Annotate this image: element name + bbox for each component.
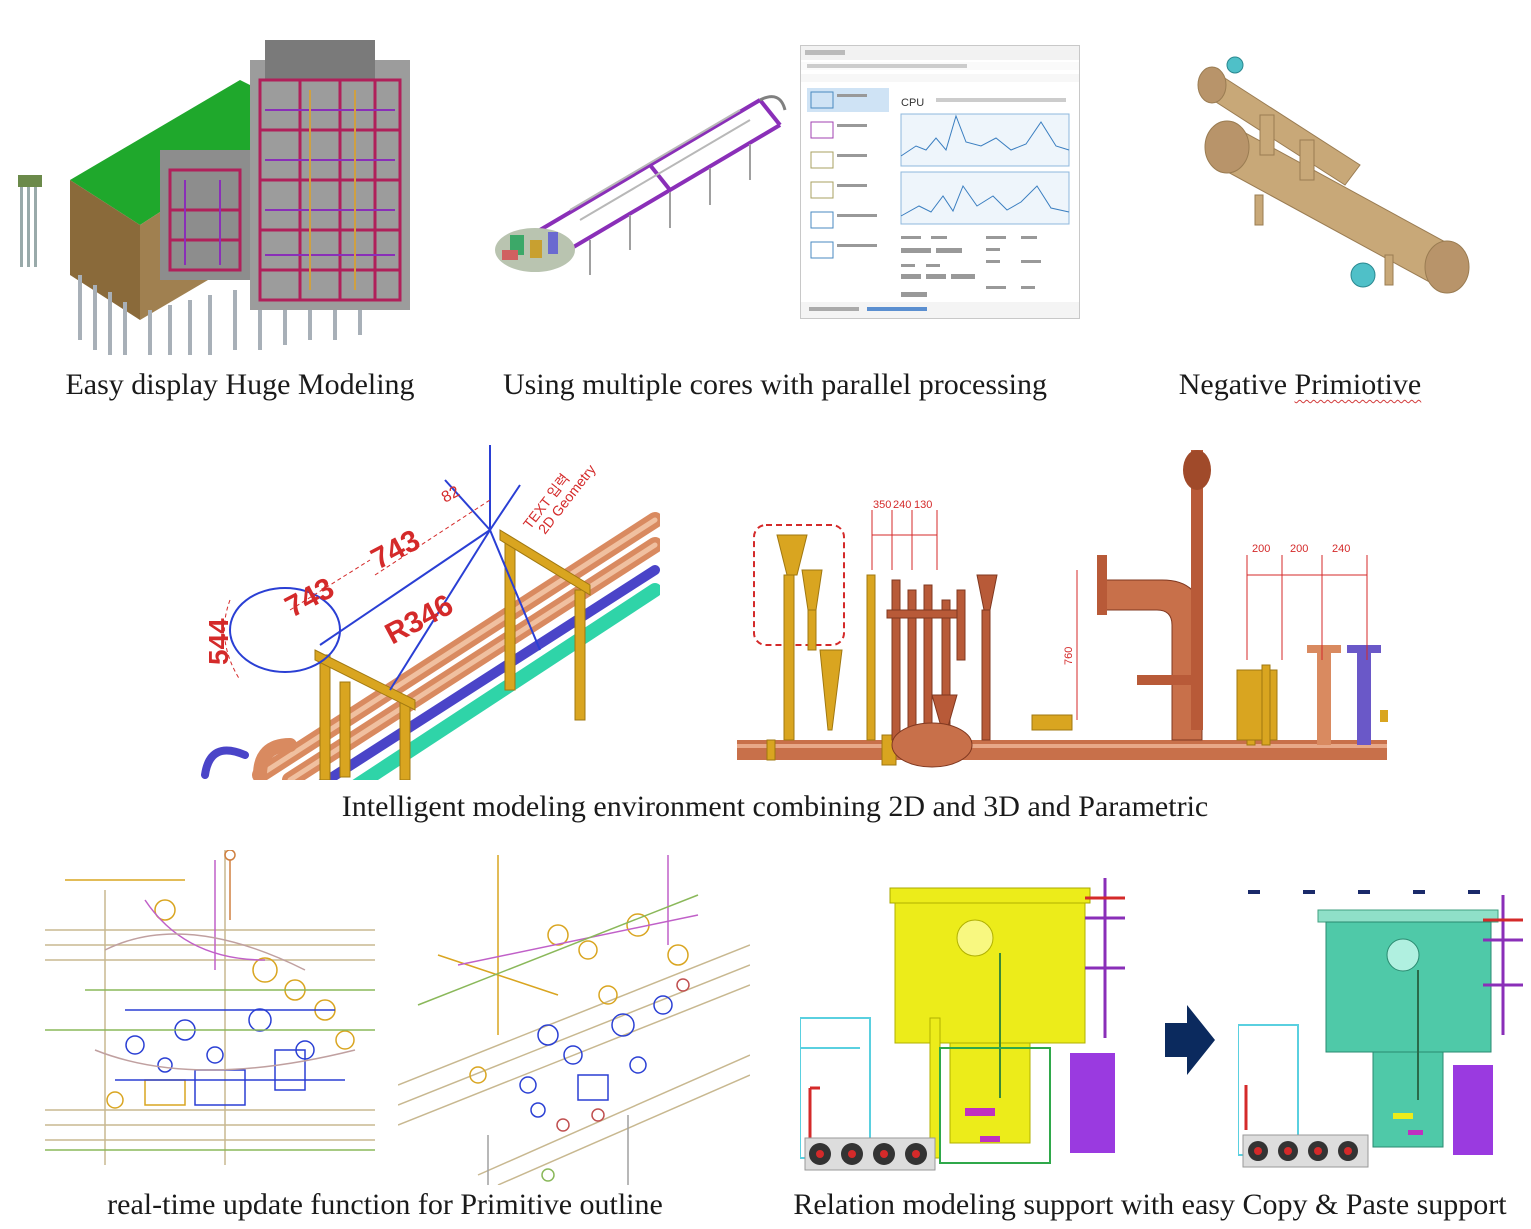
yellow-vessel — [894, 902, 1086, 1044]
caption-relation: Relation modeling support with easy Copy… — [793, 1188, 1507, 1221]
nozzle-top — [1226, 56, 1244, 74]
brown-block — [70, 180, 140, 320]
task-manager-window: CPU — [800, 45, 1080, 319]
dimensioned-piping-image: 544 743 743 R346 82 TEXT 입력 2D Geometry — [200, 430, 660, 780]
purple-panel — [1070, 1053, 1115, 1153]
large-elbow — [1101, 579, 1203, 741]
dim-544: 544 — [203, 618, 234, 665]
dim-760: 760 — [1063, 647, 1075, 665]
dim-350: 350 — [873, 499, 891, 511]
relation-after-image — [1238, 885, 1523, 1170]
outline-wireframe-2 — [398, 855, 750, 1185]
caption-huge-modeling: Easy display Huge Modeling — [65, 368, 415, 401]
outline-wireframe-1 — [45, 850, 375, 1165]
caption-realtime: real-time update function for Primitive … — [107, 1188, 663, 1221]
cpu-label: CPU — [901, 97, 924, 109]
small-tower — [18, 175, 42, 267]
dim-82: 82 — [439, 483, 463, 506]
caption-intelligent: Intelligent modeling environment combini… — [341, 790, 1209, 823]
dim-240: 240 — [893, 499, 911, 511]
equipment-cluster — [495, 228, 575, 272]
task-manager-sidebar — [807, 88, 889, 259]
relation-before-image — [800, 878, 1125, 1173]
main-header-pipe — [737, 740, 1387, 760]
copy-arrow — [1165, 1005, 1215, 1075]
valve-row — [804, 1137, 936, 1171]
caption-multi-core: Using multiple cores with parallel proce… — [502, 368, 1048, 401]
pipe-supports — [314, 529, 591, 780]
huge-model-image — [10, 20, 430, 360]
dim-743-a: 743 — [280, 572, 340, 625]
cpu-graph — [900, 113, 1070, 225]
caption-negative-primitive-text: Negative Primiotive — [1178, 368, 1422, 401]
dim-743-b: 743 — [366, 524, 426, 577]
dim-200-b: 200 — [1290, 543, 1308, 555]
selection-box — [753, 524, 845, 646]
purple-panel-after — [1453, 1065, 1493, 1155]
dim-200-a: 200 — [1252, 543, 1270, 555]
heat-exchanger-image — [1185, 55, 1475, 325]
caption-negative-primitive: Negative Primiotive — [1160, 368, 1440, 402]
dimension-lines — [229, 445, 541, 691]
pipe-bundle — [201, 512, 660, 780]
nozzle-bottom — [1350, 262, 1376, 288]
steel-structure — [160, 40, 410, 310]
pipe-rack-image — [480, 60, 790, 300]
dim-240-b: 240 — [1332, 543, 1350, 555]
parametric-piping-image: 350 240 130 200 200 240 760 — [732, 440, 1392, 780]
dim-130: 130 — [914, 499, 932, 511]
